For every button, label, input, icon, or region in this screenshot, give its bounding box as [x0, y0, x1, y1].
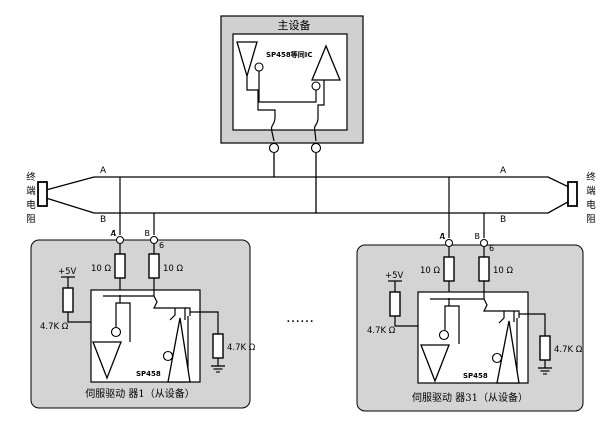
slave1-pin-a: 4	[111, 229, 116, 238]
bus-label-a-right: A	[500, 166, 507, 176]
slave31-receiver-triangle	[496, 320, 520, 384]
slave31-pullup-label: 4.7K Ω	[367, 326, 396, 336]
slave31-pin-a-bus: A	[440, 232, 446, 241]
slave1-receiver-bubble	[162, 350, 174, 362]
slave1-driver-triangle	[92, 341, 122, 380]
slaves-ellipsis: ……	[286, 310, 314, 326]
slave1-supply-label: +5V	[58, 267, 77, 277]
slave1-pin-a-bus: A	[111, 229, 117, 238]
terminator-left-char-1: 终	[26, 171, 36, 183]
slave1-pin-b-bus: B	[145, 229, 151, 238]
slave1-caption: 伺服驱动 器1（从设备）	[85, 387, 195, 400]
slave31-pin-b: 6	[489, 244, 494, 253]
slave31-pin-b-bus: B	[475, 232, 481, 241]
terminator-left-char-3: 电	[26, 199, 36, 211]
slave31-pin-a: 4	[440, 232, 445, 241]
terminator-left-char-4: 阻	[26, 214, 36, 225]
slave31-enable-bubble	[438, 329, 450, 341]
slave31-pulldown-label: 4.7K Ω	[554, 345, 583, 355]
master-title: 主设备	[278, 18, 311, 32]
terminator-right-char-2: 端	[586, 185, 596, 197]
master-receiver-triangle	[311, 44, 341, 81]
terminator-right-char-4: 阻	[586, 214, 596, 225]
master-driver-triangle	[236, 41, 258, 79]
slave1-pulldown-label: 4.7K Ω	[227, 343, 256, 353]
slave1-pullup-label: 4.7K Ω	[40, 322, 69, 332]
bus-lines	[45, 153, 576, 214]
slave1-receiver-triangle	[167, 317, 191, 383]
slave31-supply-label: +5V	[385, 271, 404, 281]
bus-label-a-left: A	[100, 166, 107, 176]
slave-device-31: 4 6 A B 10 Ω 10 Ω +5V 4.7K Ω SP458	[356, 177, 584, 412]
slave1-enable-bubble	[110, 326, 122, 338]
bus-label-b-right: B	[500, 215, 506, 225]
slave31-receiver-bubble	[491, 352, 503, 364]
slave31-chip-label: SP458	[463, 372, 488, 380]
slave1-resistor-a-label: 10 Ω	[91, 264, 112, 274]
bus-label-b-left: B	[100, 215, 106, 225]
master-enable-bubble	[254, 62, 264, 72]
slave-device-1: 4 6 A B 10 Ω 10 Ω +5V 4.7K Ω	[30, 177, 256, 409]
master-pin-a	[268, 142, 280, 154]
master-chip-label: SP458等同IC	[266, 50, 313, 59]
terminator-right-char-3: 电	[586, 199, 596, 211]
slave31-caption: 伺服驱动 器31（从设备）	[412, 391, 528, 404]
master-pin-b	[310, 142, 322, 154]
slave1-chip-label: SP458	[136, 370, 161, 378]
terminator-left-char-2: 端	[26, 185, 36, 197]
slave31-driver-triangle	[420, 344, 450, 383]
terminator-left: 终 端 电 阻	[26, 171, 48, 225]
slave1-resistor-b-label: 10 Ω	[163, 264, 184, 274]
terminator-right-char-1: 终	[586, 171, 596, 183]
slave31-resistor-b-label: 10 Ω	[493, 266, 514, 276]
master-device: 主设备 SP458等同IC	[220, 15, 364, 154]
slave31-resistor-a-label: 10 Ω	[420, 266, 441, 276]
master-receiver-bubble	[311, 81, 321, 91]
slave1-pin-b: 6	[159, 241, 164, 250]
terminator-right: 终 端 电 阻	[567, 171, 596, 225]
